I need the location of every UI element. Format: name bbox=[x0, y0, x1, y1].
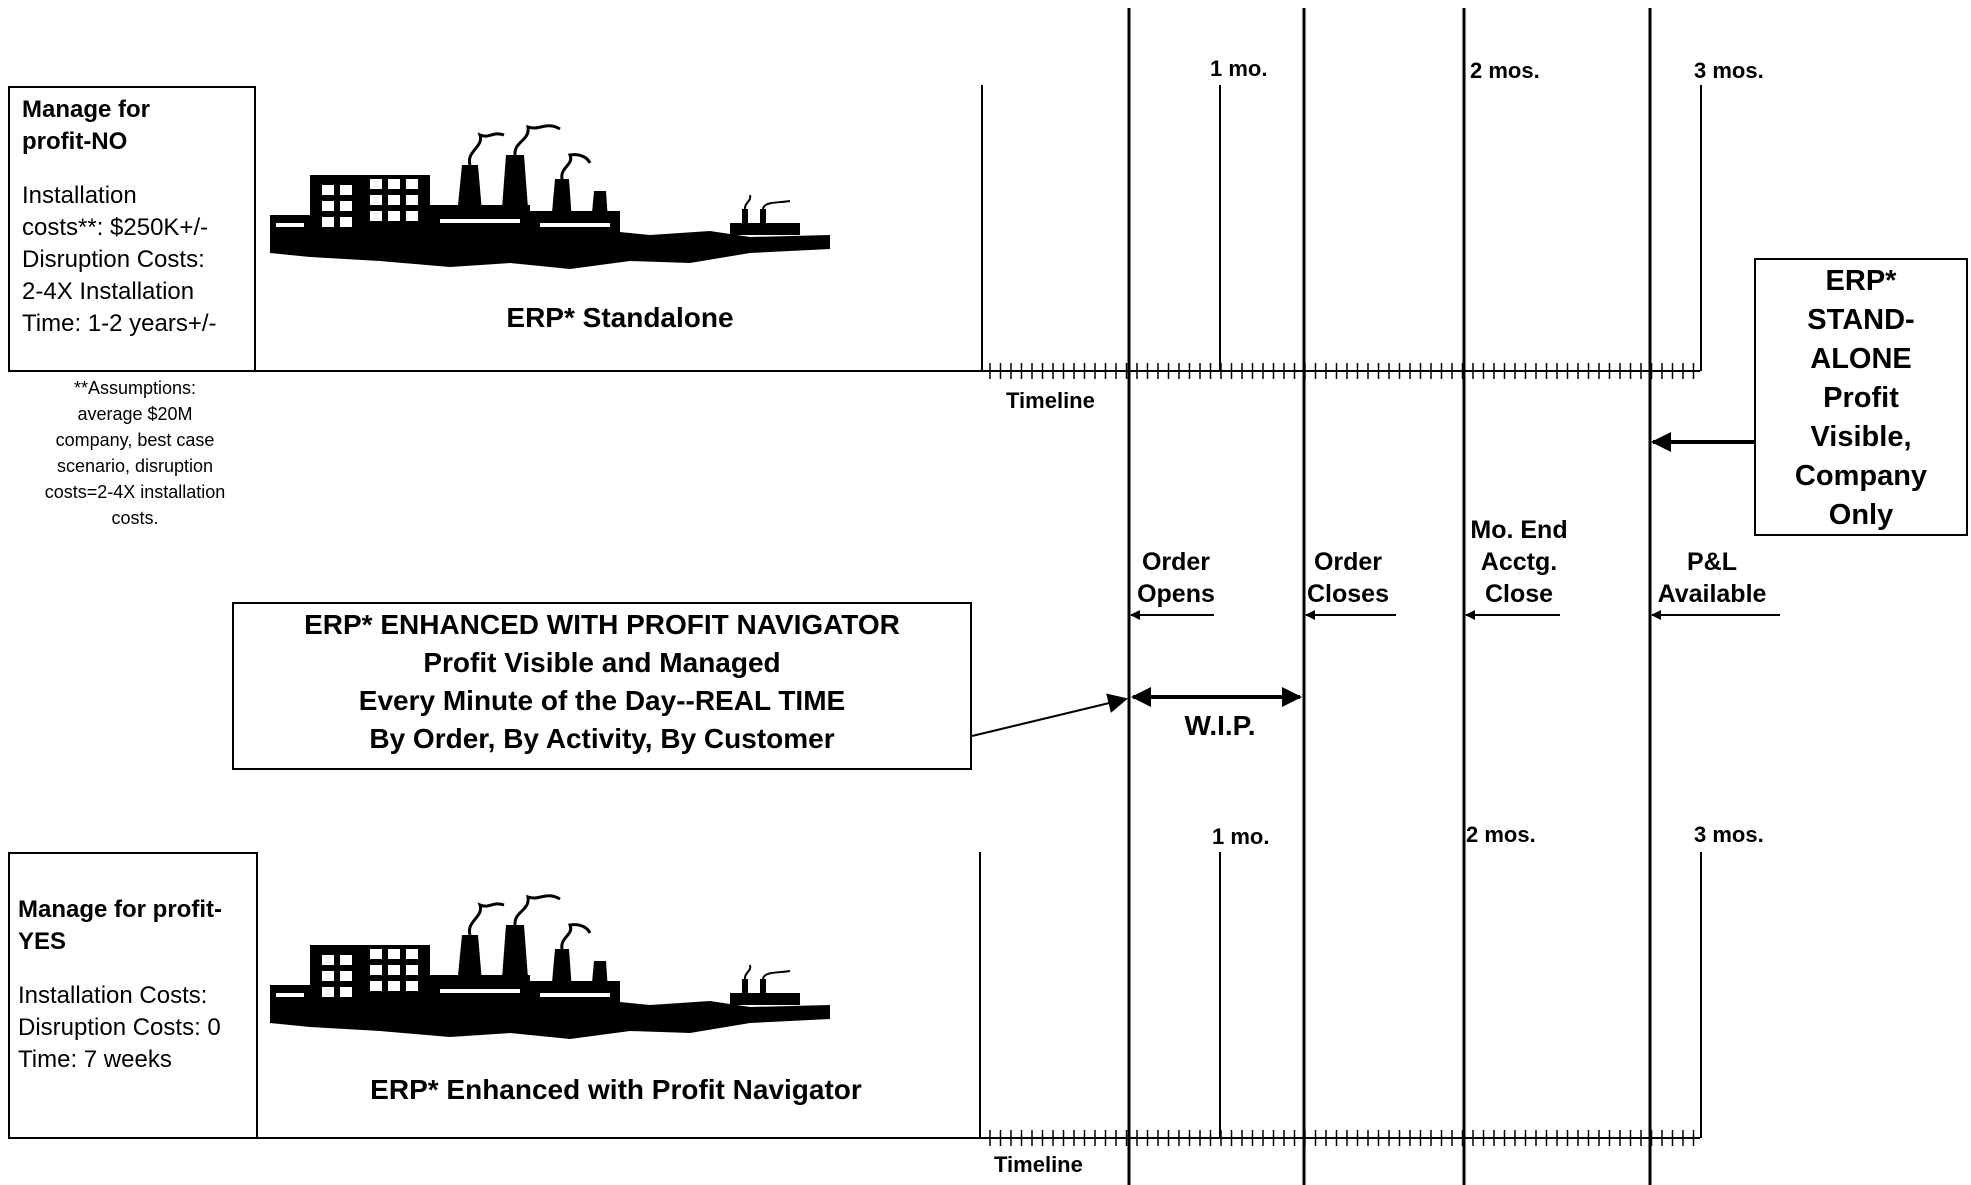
top-milestone-2: 2 mos. bbox=[1470, 58, 1540, 83]
order-opens-label: Order Opens bbox=[1137, 548, 1215, 608]
enhanced-connector-arrow bbox=[971, 693, 1128, 737]
top-timeline-label: Timeline bbox=[1006, 388, 1095, 413]
enhanced-line-2: Profit Visible and Managed bbox=[423, 647, 781, 678]
bottom-timeline-ticks bbox=[989, 1130, 1695, 1146]
pl-available-label: P&L Available bbox=[1657, 548, 1767, 608]
bottom-info-box: Manage for profit- YES Installation Cost… bbox=[8, 852, 258, 1139]
bottom-milestone-1: 1 mo. bbox=[1212, 824, 1270, 849]
bottom-timeline-label: Timeline bbox=[994, 1152, 1083, 1177]
order-closes-label: Order Closes bbox=[1307, 548, 1389, 608]
top-details: Installation costs**: $250K+/- Disruptio… bbox=[22, 182, 217, 337]
factory-icon bbox=[268, 894, 832, 1041]
wip-label: W.I.P. bbox=[1184, 710, 1256, 741]
bottom-title: Manage for profit- YES bbox=[18, 896, 222, 955]
top-caption: ERP* Standalone bbox=[506, 302, 734, 333]
bottom-milestone-2: 2 mos. bbox=[1466, 822, 1536, 847]
top-milestone-3: 3 mos. bbox=[1694, 58, 1764, 83]
top-timeline-ticks bbox=[989, 363, 1695, 379]
top-info-box: Manage for profit-NO Installation costs*… bbox=[8, 86, 256, 372]
standalone-profit-box: ERP* STAND- ALONE Profit Visible, Compan… bbox=[1754, 258, 1968, 536]
bottom-caption: ERP* Enhanced with Profit Navigator bbox=[370, 1074, 862, 1105]
factory-icon bbox=[268, 124, 832, 271]
enhanced-line-4: By Order, By Activity, By Customer bbox=[369, 723, 835, 754]
assumptions-note: **Assumptions: average $20M company, bes… bbox=[44, 378, 226, 528]
bottom-milestone-3: 3 mos. bbox=[1694, 822, 1764, 847]
month-end-label: Mo. End Acctg. Close bbox=[1470, 516, 1568, 608]
enhanced-line-1: ERP* ENHANCED WITH PROFIT NAVIGATOR bbox=[304, 609, 900, 640]
enhanced-profit-box: ERP* ENHANCED WITH PROFIT NAVIGATOR Prof… bbox=[232, 602, 972, 770]
top-milestone-1: 1 mo. bbox=[1210, 56, 1268, 81]
bottom-details: Installation Costs: Disruption Costs: 0 … bbox=[18, 982, 221, 1073]
top-title: Manage for profit-NO bbox=[22, 96, 151, 155]
enhanced-line-3: Every Minute of the Day--REAL TIME bbox=[358, 685, 846, 716]
